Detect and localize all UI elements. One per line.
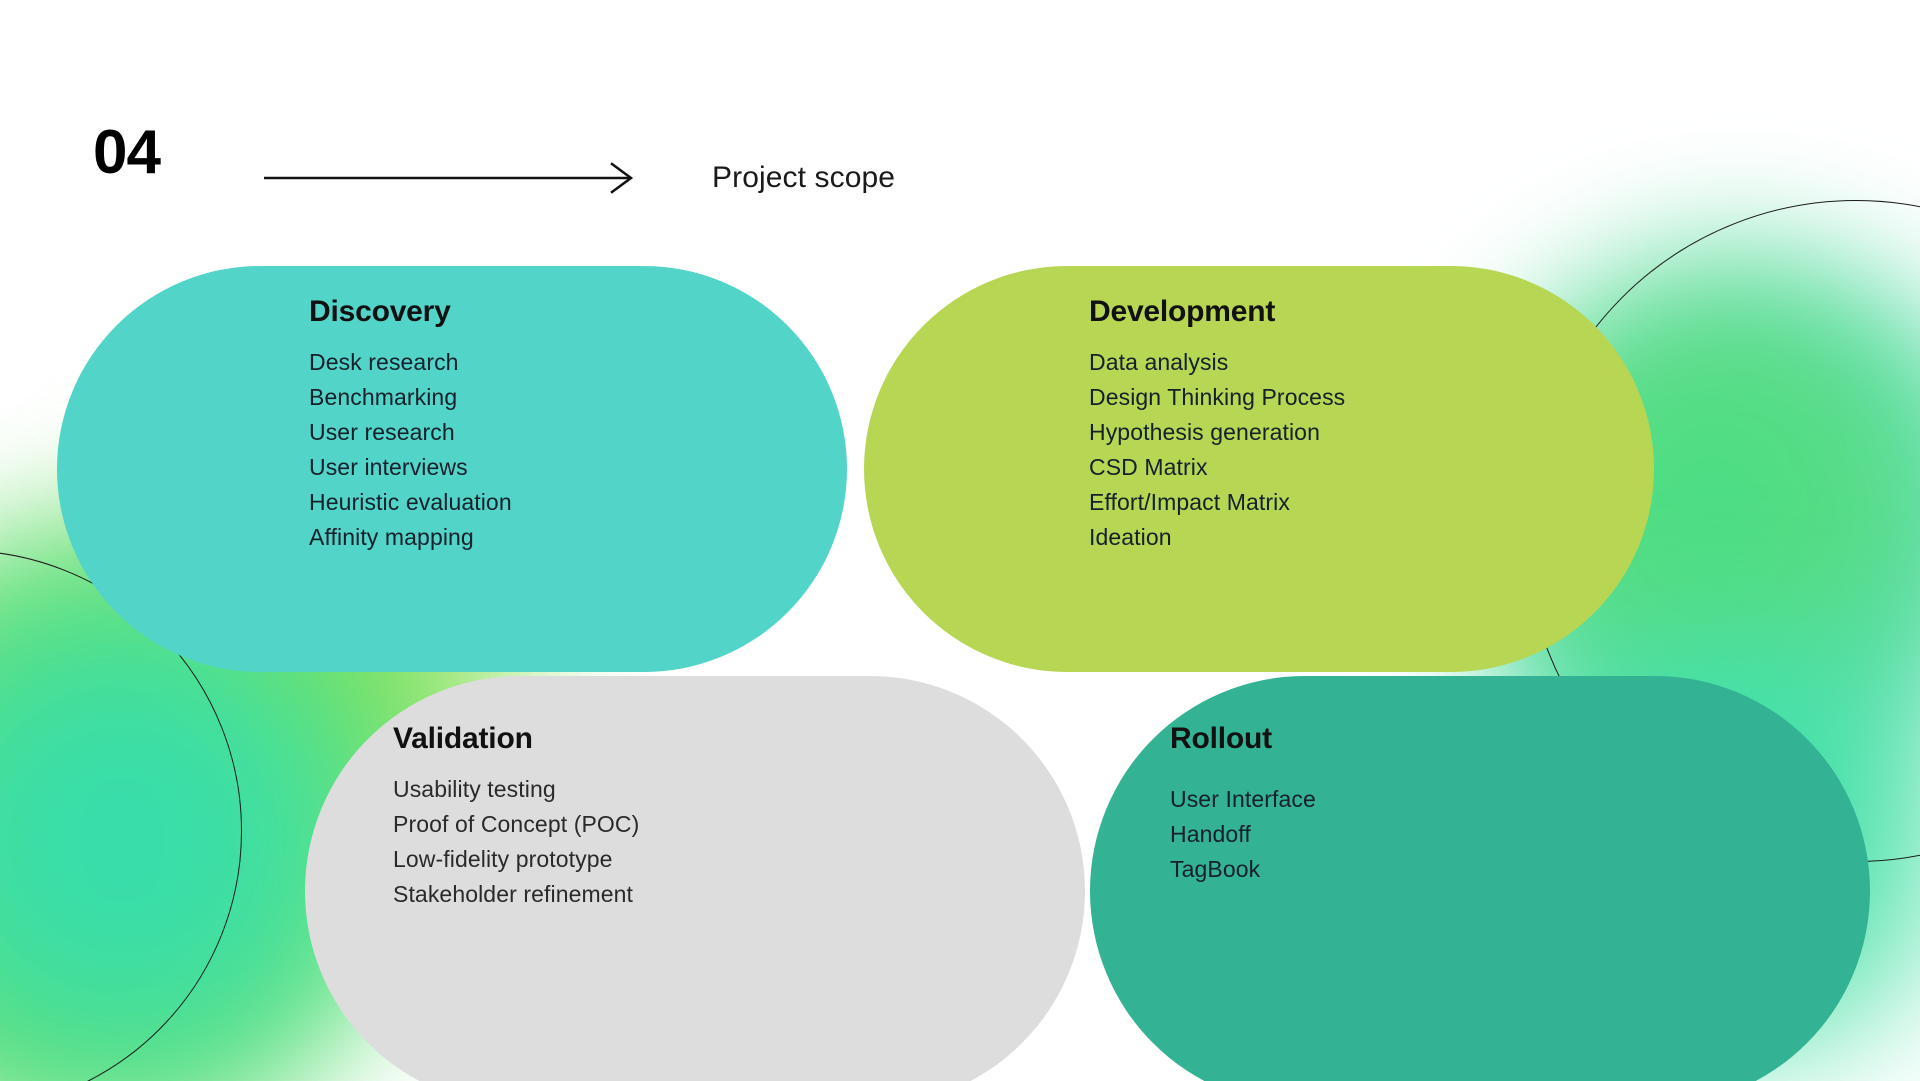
arrow-right-icon <box>264 162 634 194</box>
card-title-validation: Validation <box>393 722 533 755</box>
list-item: Hypothesis generation <box>1089 419 1320 445</box>
card-rollout-content: Rollout User Interface Handoff TagBook <box>1170 721 1316 887</box>
card-discovery[interactable]: Discovery Desk research Benchmarking Use… <box>57 266 847 672</box>
card-list-rollout: User Interface Handoff TagBook <box>1170 782 1316 887</box>
list-item: User interviews <box>309 454 468 480</box>
list-item: Data analysis <box>1089 349 1229 375</box>
card-rollout[interactable]: Rollout User Interface Handoff TagBook <box>1090 676 1870 1081</box>
slide-header: 04 Project scope <box>0 0 1920 230</box>
card-development-content: Development Data analysis Design Thinkin… <box>1089 294 1345 555</box>
card-title-discovery: Discovery <box>309 295 451 328</box>
step-number: 04 <box>93 118 161 187</box>
list-item: CSD Matrix <box>1089 454 1208 480</box>
list-item: User research <box>309 419 455 445</box>
list-item: Stakeholder refinement <box>393 881 634 907</box>
card-list-development: Data analysis Design Thinking Process Hy… <box>1089 345 1345 555</box>
card-list-validation: Usability testing Proof of Concept (POC)… <box>393 772 639 912</box>
card-discovery-content: Discovery Desk research Benchmarking Use… <box>309 294 512 555</box>
card-title-rollout: Rollout <box>1170 722 1272 755</box>
list-item: Usability testing <box>393 776 556 802</box>
list-item: Handoff <box>1170 821 1251 847</box>
list-item: Benchmarking <box>309 384 458 410</box>
list-item: Desk research <box>309 349 459 375</box>
list-item: Proof of Concept (POC) <box>393 811 640 837</box>
list-item: Affinity mapping <box>309 524 474 550</box>
card-title-development: Development <box>1089 295 1276 328</box>
list-item: TagBook <box>1170 856 1261 882</box>
list-item: Heuristic evaluation <box>309 489 512 515</box>
card-validation[interactable]: Validation Usability testing Proof of Co… <box>305 676 1085 1081</box>
list-item: Low-fidelity prototype <box>393 846 613 872</box>
card-development[interactable]: Development Data analysis Design Thinkin… <box>864 266 1654 672</box>
list-item: Effort/Impact Matrix <box>1089 489 1290 515</box>
list-item: Design Thinking Process <box>1089 384 1346 410</box>
card-list-discovery: Desk research Benchmarking User research… <box>309 345 512 555</box>
card-validation-content: Validation Usability testing Proof of Co… <box>393 721 639 912</box>
page-title: Project scope <box>712 161 896 194</box>
list-item: Ideation <box>1089 524 1172 550</box>
list-item: User Interface <box>1170 786 1316 812</box>
